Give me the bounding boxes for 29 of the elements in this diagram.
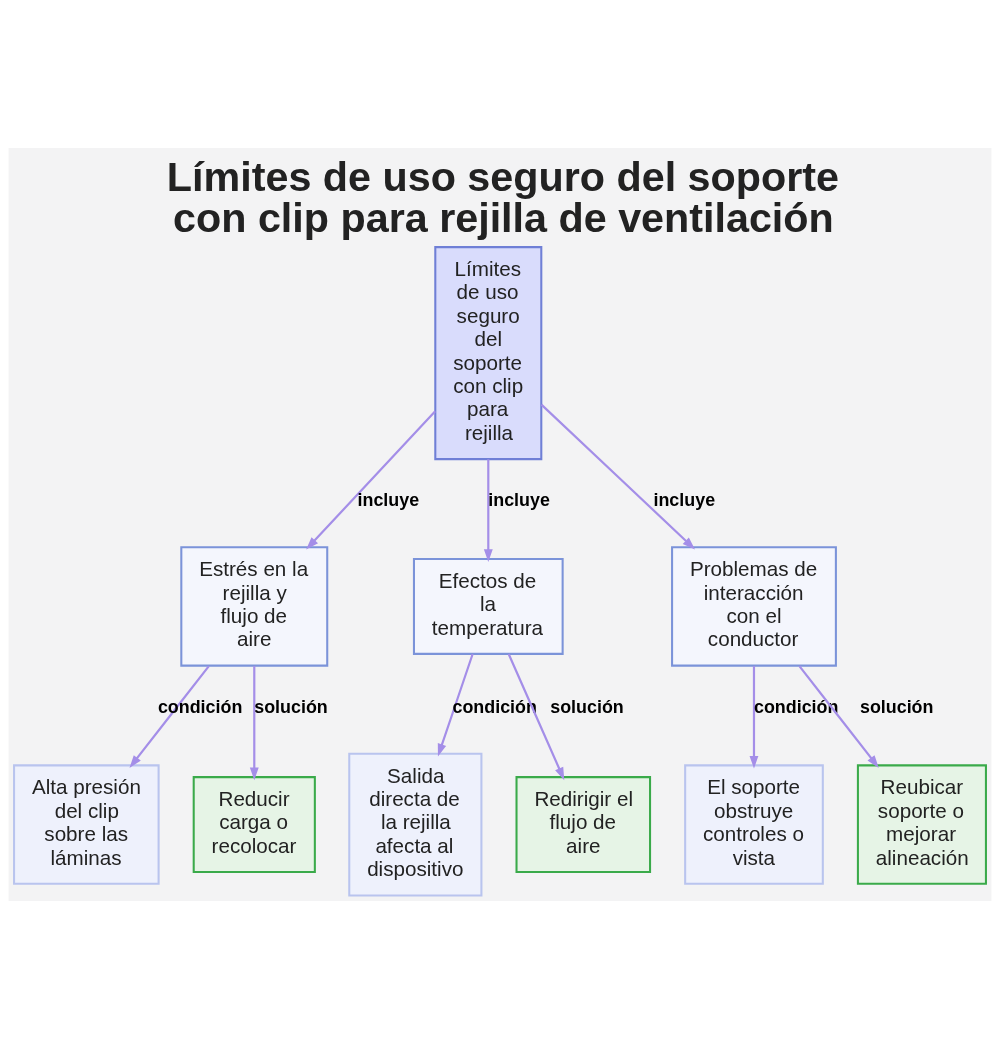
arrow xyxy=(483,458,493,562)
edge-label: condición xyxy=(753,696,839,717)
node-box: Alta presión del clip sobre las láminas xyxy=(13,763,160,885)
edge-label: condición xyxy=(452,696,537,717)
edge-label: solución xyxy=(254,696,328,717)
edge-label: incluye xyxy=(653,489,716,510)
arrow xyxy=(129,664,210,768)
arrow xyxy=(540,403,695,549)
node-box: Reducir carga o recolocar xyxy=(192,775,316,873)
node-box: Redirigir el flujo de aire xyxy=(515,775,652,873)
edge-label: incluye xyxy=(357,489,420,510)
node-box: Problemas de interacción con el conductor xyxy=(671,545,837,667)
diagram-title: Límites de uso seguro del soporte con clip para rejilla de ventilación xyxy=(166,153,839,241)
node-box: Reubicar soporte o mejorar alineación xyxy=(856,763,987,885)
edge-label: solución xyxy=(550,696,624,717)
edge-label: condición xyxy=(157,696,243,717)
edge-label: solución xyxy=(859,696,934,717)
arrow xyxy=(749,665,759,769)
arrow xyxy=(306,410,436,550)
arrow xyxy=(798,664,879,768)
arrow xyxy=(507,653,565,780)
arrow xyxy=(249,665,259,780)
node-box: Estrés en la rejilla y flujo de aire xyxy=(180,545,329,667)
node-box: Límites de uso seguro del soporte con clip para rejilla xyxy=(434,245,543,460)
node-box: Salida directa de la rejilla afecta al dispositivo xyxy=(348,752,483,896)
node-box: El soporte obstruye controles o vista xyxy=(684,763,824,885)
arrow xyxy=(437,653,474,756)
edge-label: incluye xyxy=(488,489,550,510)
node-box: Efectos de la temperatura xyxy=(412,557,564,655)
